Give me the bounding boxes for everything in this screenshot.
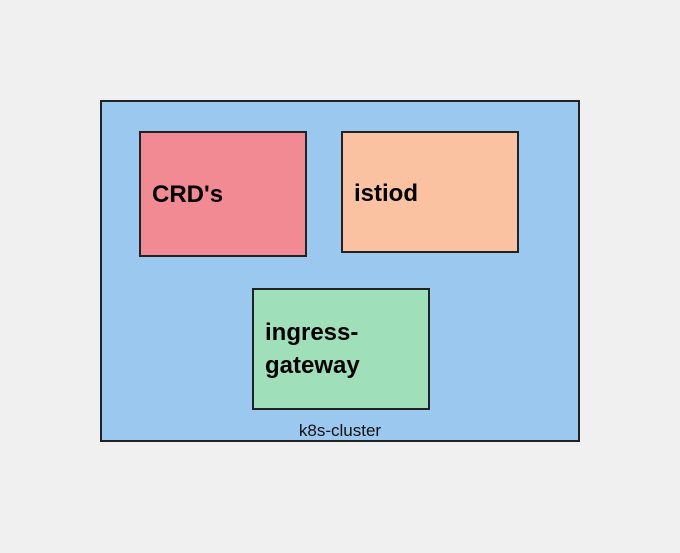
k8s-cluster-container: CRD's istiod ingress- gateway k8s-cluste… [100,100,580,442]
istiod-label: istiod [354,180,418,207]
crds-box: CRD's [139,131,307,257]
ingress-gateway-label: ingress- gateway [265,319,360,379]
ingress-gateway-box: ingress- gateway [252,288,430,410]
k8s-cluster-label: k8s-cluster [298,421,382,440]
istiod-box: istiod [341,131,519,253]
crds-label: CRD's [152,181,224,208]
